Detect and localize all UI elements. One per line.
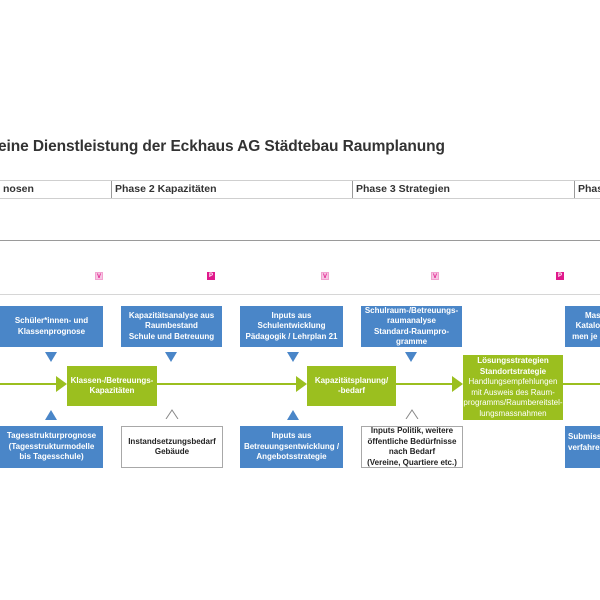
- arrow-right-icon: [296, 376, 307, 392]
- box-text-line: Standard-Raumpro-: [373, 326, 450, 336]
- process-node-solution-strategies: Lösungsstrategien Standortstrategie Hand…: [463, 355, 563, 420]
- flow-line: [396, 383, 452, 385]
- arrow-up-icon: [45, 410, 57, 420]
- flow-line: [563, 383, 600, 385]
- box-text-line: men je S: [572, 331, 600, 341]
- phase-4-label: Phase: [578, 183, 600, 195]
- box-text-line: Pädagogik / Lehrplan 21: [245, 331, 338, 341]
- arrow-down-icon: [165, 352, 177, 362]
- arrow-down-icon: [287, 352, 299, 362]
- arrow-right-icon: [56, 376, 67, 392]
- box-text-line: raumanalyse: [387, 316, 436, 325]
- badge-p: P: [207, 272, 215, 280]
- box-text-line: Inputs aus: [271, 310, 312, 320]
- box-text-line: -bedarf: [337, 386, 366, 395]
- input-box-measures-catalog: MassKatalogmen je S: [565, 306, 600, 347]
- box-text-line: programms/Raumbereitstel-: [463, 398, 563, 407]
- box-text-line: verfahre: [568, 442, 600, 452]
- badge-v: V: [95, 272, 103, 280]
- diagram-title: eine Dienstleistung der Eckhaus AG Städt…: [0, 138, 445, 155]
- caret-up-icon: [405, 409, 419, 419]
- box-title-line: Lösungsstrategien: [477, 356, 549, 365]
- phase-2-label: Phase 2 Kapazitäten: [115, 183, 217, 195]
- badge-v: V: [431, 272, 439, 280]
- box-text-line: Schule und Betreuung: [128, 331, 215, 341]
- box-text-line: Handlungsempfehlungen: [468, 377, 558, 386]
- box-text-line: lungsmassnahmen: [479, 408, 547, 418]
- box-text-line: Mass: [584, 310, 600, 320]
- box-text-line: gramme: [395, 337, 428, 346]
- box-text-line: Tagesstrukturprognose: [6, 431, 97, 441]
- box-text-line: öffentliche Bedürfnisse: [367, 436, 457, 446]
- box-text-line: Instandsetzungsbedarf: [128, 436, 216, 446]
- box-text-line: (Vereine, Quartiere etc.): [367, 457, 457, 467]
- phase-header-bar: nosen Phase 2 Kapazitäten Phase 3 Strate…: [0, 180, 600, 199]
- box-text-line: (Tagesstrukturmodelle: [8, 441, 95, 451]
- badge-p: P: [556, 272, 564, 280]
- box-title-line: Standortstrategie: [479, 366, 547, 376]
- box-text-line: Schüler*innen- und: [14, 316, 89, 325]
- box-text-line: Katalog: [575, 321, 600, 331]
- process-node-capacity-planning: Kapazitätsplanung/-bedarf: [307, 366, 396, 406]
- box-text-line: Schulentwicklung: [257, 321, 326, 331]
- arrow-right-icon: [452, 376, 463, 392]
- caret-up-icon: [165, 409, 179, 419]
- box-text-line: Submiss: [568, 432, 600, 441]
- box-text-line: Klassenprognose: [17, 326, 86, 336]
- box-text-line: Betreuungsentwicklung /: [243, 441, 340, 451]
- box-text-line: Schulraum-/Betreuungs-: [364, 305, 459, 315]
- phase-1-label: nosen: [3, 183, 34, 195]
- box-text-line: nach Bedarf: [388, 447, 436, 456]
- box-text-line: bis Tagesschule): [19, 452, 84, 462]
- phase-divider: [574, 181, 575, 198]
- badge-v: V: [321, 272, 329, 280]
- section-rule: [0, 240, 600, 241]
- arrow-up-icon: [287, 410, 299, 420]
- box-text-line: Inputs aus: [271, 431, 312, 441]
- arrow-down-icon: [45, 352, 57, 362]
- box-text-line: Klassen-/Betreuungs-: [70, 375, 154, 385]
- phase-3-label: Phase 3 Strategien: [356, 183, 450, 195]
- box-text-line: Kapazitäten: [89, 386, 135, 395]
- box-text-line: Angebotsstrategie: [256, 452, 327, 462]
- box-text-line: Gebäude: [154, 447, 190, 456]
- box-text-line: Raumbestand: [145, 321, 198, 331]
- process-node-class-capacities: Klassen-/Betreuungs-Kapazitäten: [67, 366, 157, 406]
- flow-line: [156, 383, 296, 385]
- input-box-day-structure-forecast: Tagesstrukturprognose(Tagesstrukturmodel…: [0, 426, 103, 468]
- phase-divider: [352, 181, 353, 198]
- box-text-line: Kapazitätsplanung/: [314, 375, 389, 385]
- box-text-line: Inputs Politik, weitere: [370, 426, 454, 435]
- box-text-line: mit Ausweis des Raum-: [471, 387, 555, 397]
- flow-line: [0, 383, 56, 385]
- arrow-down-icon: [405, 352, 417, 362]
- phase-divider: [111, 181, 112, 198]
- section-rule: [0, 294, 600, 295]
- box-text-line: Kapazitätsanalyse aus: [128, 310, 215, 320]
